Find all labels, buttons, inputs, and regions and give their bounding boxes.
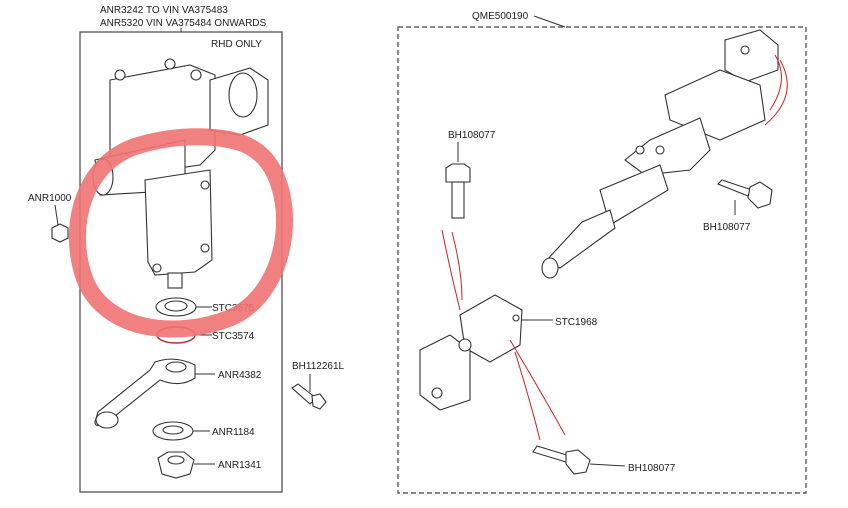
column-group-frame bbox=[397, 26, 807, 494]
rhd-only-note: RHD ONLY bbox=[211, 39, 262, 50]
bolt-icon bbox=[717, 179, 773, 209]
nut-icon bbox=[51, 223, 69, 243]
label-bh108077-1[interactable]: BH108077 bbox=[448, 130, 496, 141]
label-anr1000[interactable]: ANR1000 bbox=[28, 193, 72, 204]
label-stc3574[interactable]: STC3574 bbox=[212, 331, 255, 342]
title-line-1: ANR3242 TO VIN VA375483 bbox=[100, 5, 228, 16]
universal-joint-drawing bbox=[419, 294, 523, 411]
label-anr1341[interactable]: ANR1341 bbox=[218, 460, 262, 471]
label-anr1184[interactable]: ANR1184 bbox=[212, 427, 255, 438]
bolt-icon bbox=[291, 383, 327, 410]
steering-box-drawing bbox=[92, 58, 269, 289]
steering-column-drawing bbox=[541, 29, 779, 279]
label-stc1968[interactable]: STC1968 bbox=[555, 317, 598, 328]
label-qme500190[interactable]: QME500190 bbox=[472, 11, 529, 22]
label-anr4382[interactable]: ANR4382 bbox=[218, 370, 262, 381]
bolt-icon bbox=[445, 163, 471, 219]
label-bh108077-3[interactable]: BH108077 bbox=[628, 463, 676, 474]
bolt-icon bbox=[532, 445, 591, 475]
label-bh112261l[interactable]: BH112261L bbox=[292, 361, 345, 372]
label-bh108077-2[interactable]: BH108077 bbox=[703, 222, 751, 233]
nut-icon bbox=[157, 451, 195, 479]
drop-arm-drawing bbox=[94, 358, 196, 429]
title-line-2: ANR5320 VIN VA375484 ONWARDS bbox=[100, 18, 267, 29]
highlight-circle bbox=[69, 128, 294, 338]
